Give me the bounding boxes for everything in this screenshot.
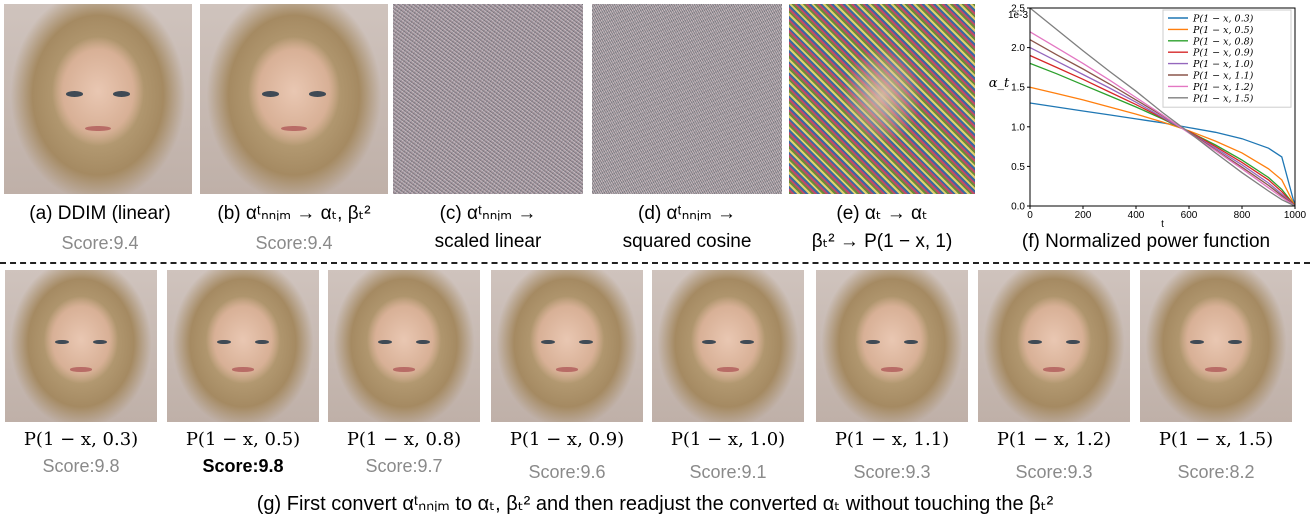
score-g-0.9: Score:9.6 [528,462,606,482]
score-g-1.0: Score:9.1 [689,462,767,482]
x-axis-label: t [1161,219,1164,228]
x-tick-label: 600 [1181,210,1198,221]
caption-g-1.1: P(1 − x, 1.1) [834,429,950,450]
y-scale-label: 1e-3 [1008,10,1028,21]
image-g-1.5 [1140,270,1292,422]
caption-g-main: (g) First convert αᵗₙₙᵢₘ to αₜ, βₜ² and … [256,493,1054,515]
legend-label-5: P(1 − x, 1.1) [1192,71,1254,82]
caption-g-0.9: P(1 − x, 0.9) [509,429,625,450]
legend-label-4: P(1 − x, 1.0) [1192,59,1254,70]
x-tick-label: 200 [1075,210,1092,221]
caption-c-line1: (c) αᵗₙₙᵢₘ → [439,203,537,224]
caption-e-line1: (e) αₜ → αₜ [836,203,928,224]
y-axis-label: α_t [989,76,1010,91]
series-line-1 [1029,86,1296,207]
image-g-0.3 [5,270,157,422]
series-line-7 [1029,7,1296,207]
y-tick-label: 1.0 [1011,122,1025,133]
x-tick-label: 1000 [1284,210,1307,221]
y-tick-label: 2.0 [1011,43,1025,54]
caption-g-0.3: P(1 − x, 0.3) [23,429,139,450]
caption-g-1.5: P(1 − x, 1.5) [1158,429,1274,450]
x-tick-label: 400 [1128,210,1145,221]
score-a: Score:9.4 [61,233,139,253]
caption-d-line1: (d) αᵗₙₙᵢₘ → [638,203,736,224]
score-g-0.8: Score:9.7 [365,456,443,476]
caption-e-line2: βₜ² → P(1 − x, 1) [811,231,953,252]
legend-box [1162,9,1292,108]
image-g-1.1 [816,270,968,422]
score-g-0.3: Score:9.8 [42,456,120,476]
x-tick-label: 0 [1027,210,1033,221]
image-g-0.9 [491,270,643,422]
score-g-1.2: Score:9.3 [1015,462,1093,482]
legend-label-2: P(1 − x, 0.8) [1192,36,1254,47]
legend-label-0: P(1 − x, 0.3) [1192,14,1254,25]
image-e-power-noise [789,4,975,194]
legend-label-6: P(1 − x, 1.2) [1192,82,1254,93]
y-tick-label: 0.0 [1011,202,1025,213]
caption-g-0.5: P(1 − x, 0.5) [185,429,301,450]
y-tick-label: 1.5 [1011,83,1025,94]
caption-b: (b) αᵗₙₙᵢₘ → αₜ, βₜ² [217,203,371,224]
image-a-ddim-linear [4,4,192,194]
caption-d-line2: squared cosine [622,231,752,252]
image-g-0.8 [328,270,480,422]
image-b-converted [200,4,388,194]
y-tick-label: 0.5 [1011,162,1025,173]
plot-frame [1029,7,1296,207]
score-g-1.5: Score:8.2 [1177,462,1255,482]
caption-g-0.8: P(1 − x, 0.8) [346,429,462,450]
score-g-0.5: Score:9.8 [202,456,284,476]
score-b: Score:9.4 [255,233,333,253]
caption-g-1.0: P(1 − x, 1.0) [670,429,786,450]
caption-f: (f) Normalized power function [1021,231,1271,252]
caption-a: (a) DDIM (linear) [29,203,171,224]
image-d-squared-cosine-noise [592,4,782,194]
series-line-6 [1029,31,1296,207]
image-g-0.5 [167,270,319,422]
legend-label-3: P(1 − x, 0.9) [1192,48,1254,59]
x-tick-label: 800 [1234,210,1251,221]
caption-c-line2: scaled linear [434,231,542,252]
image-g-1.0 [652,270,804,422]
power-function-chart: 0 200 400 600 800 1000 0.0 0.5 1.0 1.5 2.0 2.51e-3 t… [989,4,1307,229]
legend-label-7: P(1 − x, 1.5) [1192,93,1254,104]
image-g-1.2 [978,270,1130,422]
legend-label-1: P(1 − x, 0.5) [1192,25,1254,36]
series-line-4 [1029,47,1296,207]
y-tick-label: 2.5 [1011,4,1025,15]
caption-g-1.2: P(1 − x, 1.2) [996,429,1112,450]
score-g-1.1: Score:9.3 [853,462,931,482]
image-c-scaled-linear-noise [393,4,583,194]
section-divider [0,262,1310,264]
